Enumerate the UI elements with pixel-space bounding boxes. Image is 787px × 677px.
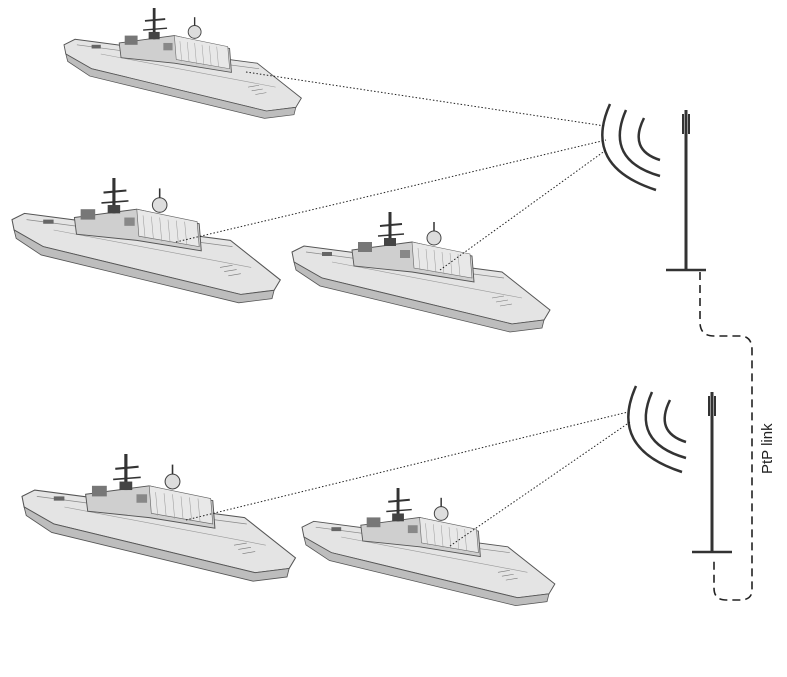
link-ship-3-antenna-top xyxy=(439,149,607,271)
ship-5 xyxy=(300,486,557,608)
ship-4 xyxy=(20,452,298,583)
ship-1 xyxy=(62,6,303,120)
ptp-link-line xyxy=(699,272,753,601)
link-ship-2-antenna-top xyxy=(175,139,607,243)
link-ship-5-antenna-bottom xyxy=(449,421,631,547)
antenna-top xyxy=(600,102,708,272)
ship-2 xyxy=(10,176,282,305)
ptp-link-label: PtP link xyxy=(759,423,776,474)
antenna-bottom xyxy=(626,384,734,554)
link-ship-4-antenna-bottom xyxy=(185,411,629,521)
link-ship-1-antenna-top xyxy=(245,71,606,127)
wireless-links xyxy=(175,71,631,547)
ship-3 xyxy=(290,210,552,334)
